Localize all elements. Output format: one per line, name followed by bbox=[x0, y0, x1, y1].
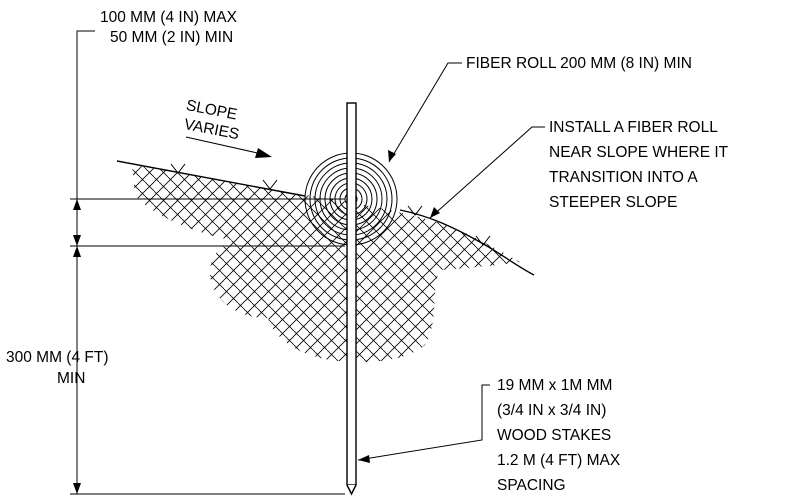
install-note-line2: NEAR SLOPE WHERE IT bbox=[549, 144, 729, 161]
stake-depth-label: 300 MM (4 FT) bbox=[6, 349, 109, 366]
stake-spec-line4: 1.2 M (4 FT) MAX bbox=[497, 452, 621, 469]
wood-stake bbox=[346, 102, 357, 496]
stake-spec-line2: (3/4 IN x 3/4 IN) bbox=[497, 402, 607, 419]
burial-depth-max-label: 100 MM (4 IN) MAX bbox=[100, 9, 237, 26]
install-note-line1: INSTALL A FIBER ROLL bbox=[549, 119, 718, 136]
stake-spec-line5: SPACING bbox=[497, 477, 566, 494]
fiber-roll-label: FIBER ROLL 200 MM (8 IN) MIN bbox=[466, 55, 692, 72]
ground-surface-line bbox=[116, 160, 535, 276]
dimension-lines bbox=[70, 30, 345, 495]
stake-spec-line3: WOOD STAKES bbox=[497, 427, 612, 444]
install-note-line3: TRANSITION INTO A bbox=[549, 169, 698, 186]
burial-depth-min-label: 50 MM (2 IN) MIN bbox=[110, 29, 234, 46]
leader-lines bbox=[357, 62, 545, 461]
vegetation-marks bbox=[170, 163, 491, 246]
slope-arrow bbox=[185, 136, 272, 158]
install-note-line4: STEEPER SLOPE bbox=[549, 194, 678, 211]
dimension-arrows bbox=[73, 199, 81, 494]
stake-depth-min-label: MIN bbox=[57, 370, 86, 387]
leader-arrows bbox=[358, 150, 440, 463]
stake-spec-line1: 19 MM x 1M MM bbox=[497, 377, 613, 394]
